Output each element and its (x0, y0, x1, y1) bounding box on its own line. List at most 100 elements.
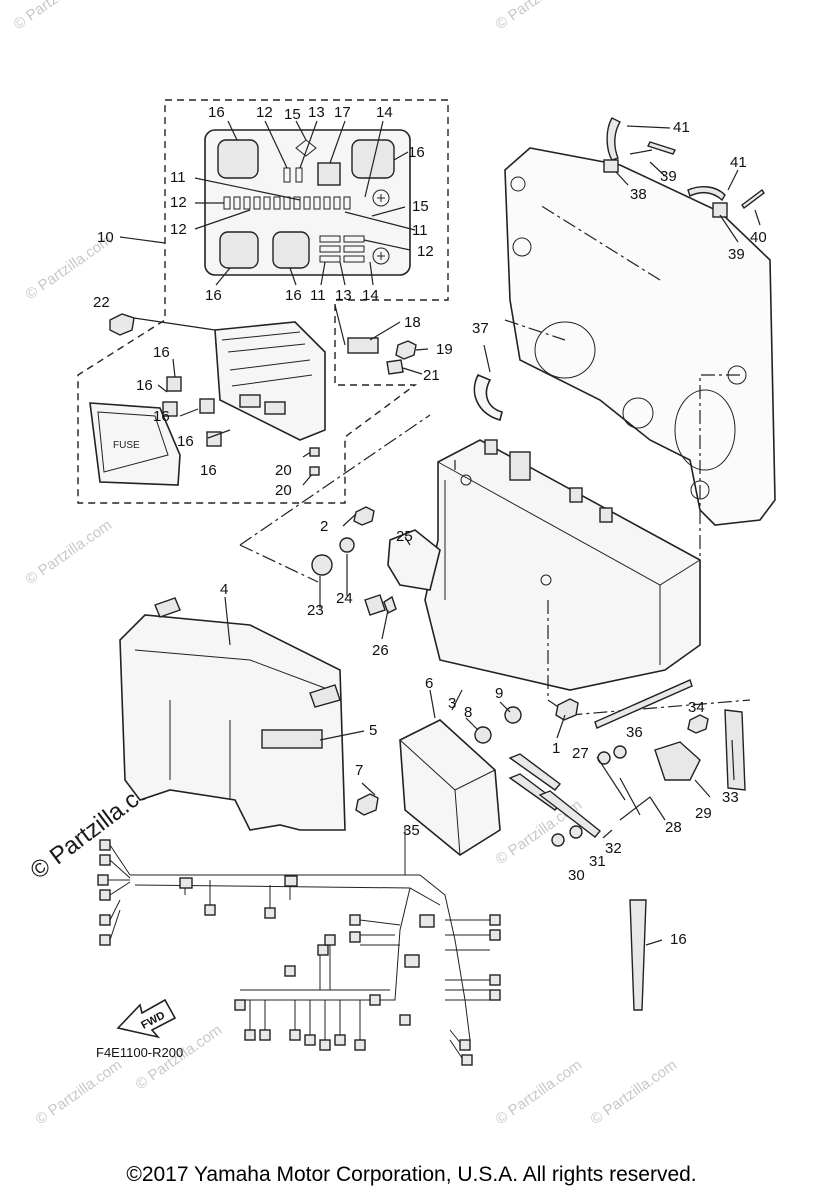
nut-21 (386, 359, 404, 375)
fuse-cover-label: FUSE (113, 440, 140, 451)
fuse-17 (317, 162, 341, 186)
callout-16: 16 (177, 433, 194, 450)
callout-20: 20 (275, 482, 292, 499)
callout-15: 15 (412, 198, 429, 215)
relay-16 (166, 376, 182, 392)
bolt-1 (555, 698, 579, 721)
callout-6: 6 (425, 675, 433, 692)
mounting-plate (504, 147, 776, 640)
callout-23: 23 (307, 602, 324, 619)
callout-22: 22 (93, 294, 110, 311)
callout-17: 17 (334, 104, 351, 121)
wire-harness-35 (108, 827, 490, 1059)
callout-15: 15 (284, 106, 301, 123)
bolt-22 (109, 313, 135, 336)
callout-16: 16 (285, 287, 302, 304)
callout-9: 9 (495, 685, 503, 702)
callout-37: 36 (626, 724, 643, 741)
callout-16: 16 (200, 462, 217, 479)
bracket-33 (724, 709, 746, 791)
callout-20: 20 (275, 462, 292, 479)
clamp-38 (473, 373, 503, 421)
callout-14: 14 (376, 104, 393, 121)
cable-ties-upper (603, 117, 765, 243)
watermark: © Partzilla.com (588, 1056, 681, 1128)
callout-27: 27 (572, 745, 589, 762)
fuse-box-inset (77, 99, 449, 504)
callout-11: 11 (170, 169, 186, 186)
grommet-8 (474, 726, 492, 744)
callout-12: 12 (256, 104, 273, 121)
callout-29: 29 (695, 805, 712, 822)
callout-19: 19 (436, 341, 453, 358)
callout-16: 16 (208, 104, 225, 121)
screw-20 (309, 447, 320, 457)
callout-12: 12 (170, 194, 187, 211)
callout-21: 21 (423, 367, 440, 384)
callout-1: 1 (552, 740, 560, 757)
callout-33: 33 (722, 789, 739, 806)
screw-20 (309, 466, 320, 476)
callout-3: 3 (448, 695, 456, 712)
callout-16: 16 (153, 408, 170, 425)
callout-16: 16 (205, 287, 222, 304)
callout-12: 12 (417, 243, 434, 260)
callout-13: 13 (308, 104, 325, 121)
harness-connectors (97, 839, 501, 1066)
watermark: © Partzilla.com (11, 0, 104, 33)
relay-16 (219, 231, 259, 269)
callout-5: 5 (369, 722, 377, 739)
relay-29 (654, 741, 701, 781)
cable-tie-37 (594, 679, 693, 729)
relay-16 (351, 139, 395, 179)
callout-2: 2 (320, 518, 328, 535)
mini-fuse-row (223, 167, 365, 263)
ecu-6 (399, 689, 579, 856)
callout-18: 18 (404, 314, 421, 331)
callout-26: 26 (372, 642, 389, 659)
callout-numbers: 16 12 15 13 17 14 16 11 12 12 15 11 12 1… (93, 104, 767, 948)
callout-34: 34 (688, 699, 705, 716)
callout-7: 7 (355, 762, 363, 779)
relay-16 (217, 139, 259, 179)
callout-32: 32 (605, 840, 622, 857)
fwd-arrow: FWD (116, 998, 177, 1039)
bracket-18 (347, 337, 379, 354)
callout-4: 4 (220, 581, 228, 598)
callout-39: 39 (728, 246, 745, 263)
callout-14: 14 (362, 287, 379, 304)
electrical-box (239, 414, 751, 716)
relay-16 (206, 431, 222, 447)
callout-16: 16 (136, 377, 153, 394)
watermark: © Partzilla.com (33, 1056, 126, 1128)
callout-35: 35 (403, 822, 420, 839)
copyright-footer: ©2017 Yamaha Motor Corporation, U.S.A. A… (126, 1163, 697, 1186)
callout-38: 37 (472, 320, 489, 337)
callout-41: 41 (730, 154, 747, 171)
callout-10: 10 (97, 229, 114, 246)
bolt-7 (355, 793, 379, 816)
cable-tie-36 (629, 899, 647, 1011)
relay-16 (162, 401, 178, 417)
callout-24: 24 (336, 590, 353, 607)
callout-13: 13 (335, 287, 352, 304)
callout-11: 11 (412, 222, 428, 239)
watermark: © Partzilla.com (493, 1056, 586, 1128)
callout-25: 25 (396, 528, 413, 545)
callout-36: 16 (670, 931, 687, 948)
callout-40: 39 (660, 168, 677, 185)
bolt-19 (395, 340, 417, 360)
diagram-reference-code: F4E1100-R200 (96, 1045, 184, 1060)
watermark: © Partzilla.com (23, 516, 116, 588)
cover-4 (119, 596, 379, 831)
relay-16 (272, 231, 310, 269)
callout-30: 30 (568, 867, 585, 884)
fuse-box-assembly: FUSE (89, 304, 429, 486)
sensor-group (508, 679, 746, 1011)
label-5 (261, 729, 323, 749)
watermark: © Partzilla.com (493, 0, 586, 33)
callout-12: 12 (170, 221, 187, 238)
callout-41: 41 (673, 119, 690, 136)
